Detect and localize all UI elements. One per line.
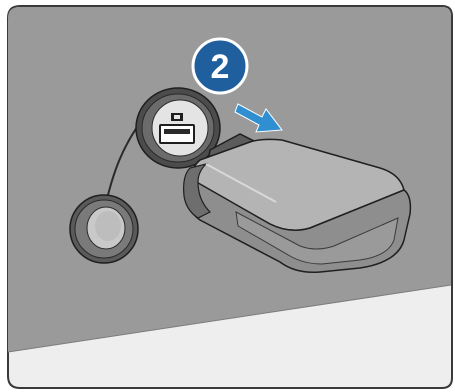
usb-port-icon bbox=[171, 113, 183, 121]
protective-cap bbox=[70, 195, 138, 263]
step-number-badge: 2 bbox=[193, 39, 247, 93]
usb-slot-tongue bbox=[164, 129, 190, 134]
usb-port-housing bbox=[136, 88, 220, 168]
step-number: 2 bbox=[211, 48, 230, 86]
cap-inner-shadow bbox=[95, 211, 121, 241]
